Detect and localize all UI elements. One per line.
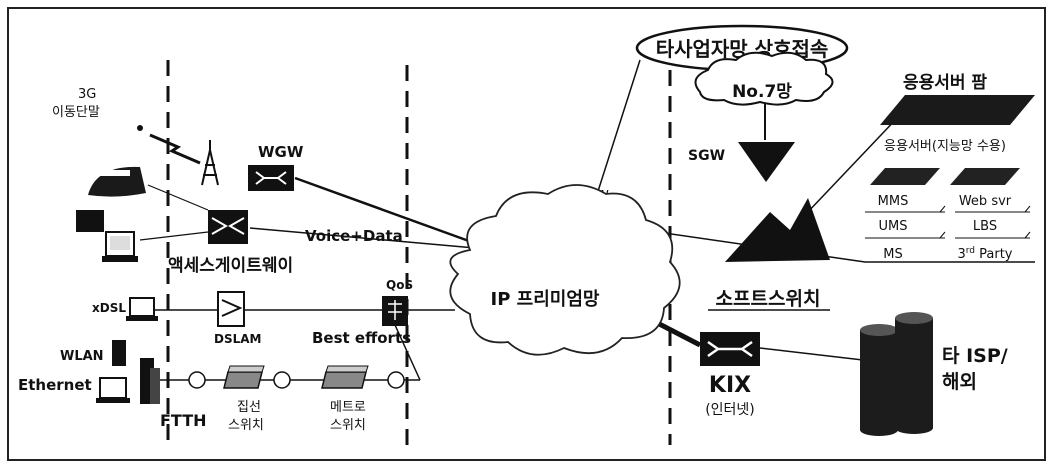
- websvr-platform: [950, 168, 1020, 185]
- mobile-device-icon: [137, 125, 143, 131]
- ums-label: UMS: [879, 219, 908, 234]
- dslam-label: DSLAM: [214, 332, 261, 346]
- agg-switch-label-1: 집선: [237, 400, 261, 415]
- mms-label: MMS: [878, 194, 909, 209]
- no7-label: No.7망: [732, 82, 792, 102]
- mobile-3g-label-2: 이동단말: [52, 105, 100, 120]
- wlan-device-icon: [112, 340, 126, 366]
- mobile-3g-label-1: 3G: [78, 87, 96, 102]
- storage-cylinder-icon: [860, 312, 933, 436]
- diagram-border: [7, 7, 1046, 461]
- metro-switch-label-1: 메트로: [330, 400, 366, 415]
- metro-switch-icon: [321, 365, 369, 389]
- qos-router-icon: [382, 296, 408, 326]
- farm-divider-8: [1024, 231, 1031, 239]
- websvr-label: Web svr: [959, 194, 1012, 209]
- ftth-label: FTTH: [160, 411, 207, 430]
- no7-cloud-icon: [694, 51, 834, 106]
- telephone-icon: [88, 166, 146, 197]
- overseas-label: 해외: [942, 371, 977, 393]
- best-efforts-label: Best efforts: [312, 329, 411, 347]
- computer-icon: [76, 210, 138, 262]
- antenna-tower-icon: [201, 140, 219, 186]
- media-converter-icon: [188, 371, 405, 389]
- ethernet-computer-icon: [96, 358, 160, 404]
- app-server-farm-platform: [880, 95, 1035, 125]
- xdsl-label: xDSL: [92, 301, 126, 315]
- app-server-farm-label: 응용서버 팜: [903, 73, 987, 93]
- wgw-label: WGW: [258, 143, 304, 161]
- wgw-router-icon: [248, 165, 294, 191]
- lightning-icon: [149, 133, 201, 165]
- kix-switch-icon: [700, 332, 760, 366]
- metro-switch-label-2: 스위치: [330, 418, 366, 433]
- access-gateway-label: 액세스게이트웨이: [168, 256, 293, 276]
- aggregation-switch-icon: [223, 365, 265, 389]
- mms-platform: [870, 168, 940, 185]
- sgw-label: SGW: [688, 148, 725, 164]
- xdsl-computer-icon: [126, 297, 158, 321]
- wlan-label: WLAN: [60, 349, 104, 364]
- softswitch-icon: [725, 198, 830, 262]
- ip-premium-cloud-icon: [449, 184, 681, 356]
- softswitch-label: 소프트스위치: [716, 288, 821, 310]
- dslam-icon: [217, 291, 245, 327]
- farm-divider-2: [939, 205, 946, 213]
- voice-data-label: Voice+Data: [305, 227, 403, 245]
- kix-label: KIX: [709, 373, 751, 398]
- app-server-sub-label: 응용서버(지능망 수용): [884, 139, 1006, 154]
- lbs-label: LBS: [973, 219, 997, 234]
- ethernet-label: Ethernet: [18, 376, 92, 394]
- third-party-label: 3rd Party: [957, 246, 1012, 262]
- agg-switch-label-2: 스위치: [228, 418, 264, 433]
- other-isp-label: 타 ISP/: [942, 345, 1008, 367]
- qos-label: QoS: [386, 278, 413, 292]
- ip-premium-label: IP 프리미엄망: [491, 289, 600, 310]
- farm-divider-4: [1024, 205, 1031, 213]
- access-gateway-icon: [208, 210, 248, 244]
- kix-sub-label: (인터넷): [705, 402, 755, 418]
- ms-label: MS: [883, 247, 902, 262]
- sgw-icon: [738, 142, 795, 182]
- farm-divider-6: [939, 231, 946, 239]
